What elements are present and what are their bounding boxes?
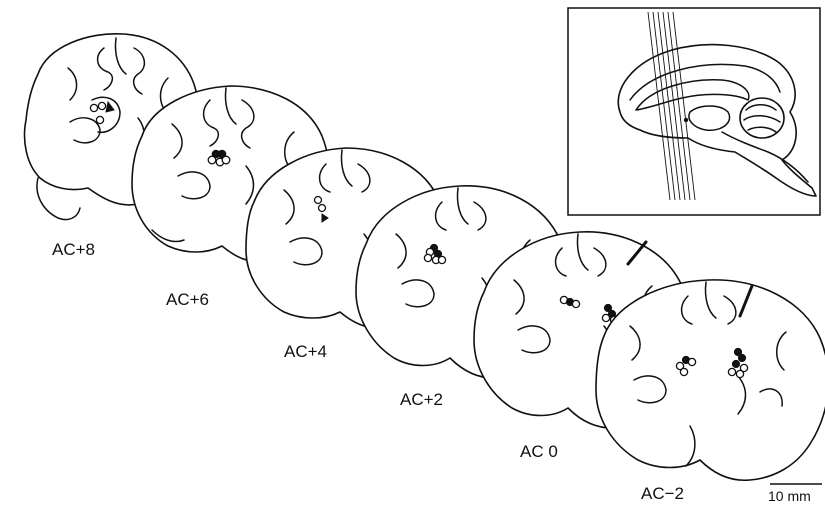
label-ac-plus-6: AC+6 — [166, 290, 209, 309]
section-outline — [596, 280, 825, 480]
label-ac-minus-2: AC−2 — [641, 484, 684, 503]
sagittal-inset — [568, 8, 820, 215]
cerebellum — [740, 98, 784, 138]
label-ac-plus-4: AC+4 — [284, 342, 327, 361]
label-ac-plus-8: AC+8 — [52, 240, 95, 259]
scale-bar-label: 10 mm — [768, 488, 811, 504]
section-ac-minus-2 — [596, 280, 825, 480]
scale-bar: 10 mm — [768, 484, 822, 504]
label-ac-plus-2: AC+2 — [400, 390, 443, 409]
label-ac-0: AC 0 — [520, 442, 558, 461]
